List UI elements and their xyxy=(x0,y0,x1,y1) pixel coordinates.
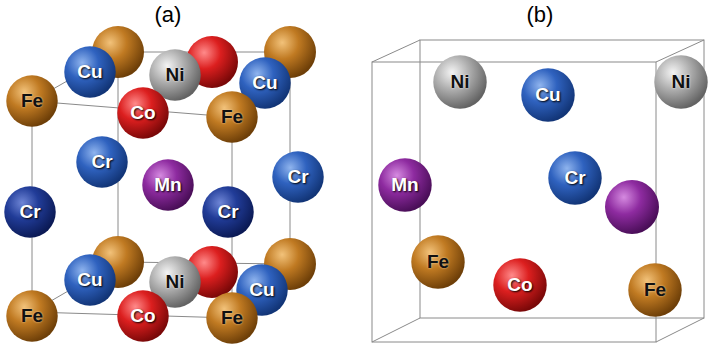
atom-sphere: Ni xyxy=(654,55,708,109)
atom-sphere: Co xyxy=(117,290,169,342)
element-symbol: Cu xyxy=(249,279,274,301)
cell-edges xyxy=(372,40,704,342)
element-symbol: Fe xyxy=(644,279,666,301)
atom-sphere: Fe xyxy=(411,235,465,289)
atom-sphere: Fe xyxy=(206,292,258,344)
element-symbol: Cu xyxy=(77,269,102,291)
element-symbol: Co xyxy=(130,102,155,124)
atom-sphere: Ni xyxy=(433,55,487,109)
element-symbol: Fe xyxy=(427,251,449,273)
element-symbol: Fe xyxy=(221,106,243,128)
element-symbol: Cu xyxy=(252,72,277,94)
element-symbol: Cr xyxy=(91,151,112,173)
element-symbol: Mn xyxy=(391,174,418,196)
atom-sphere: Cu xyxy=(521,68,575,122)
atom-sphere: Fe xyxy=(206,91,258,143)
atom-sphere: Mn xyxy=(378,158,432,212)
element-symbol: Cr xyxy=(217,201,238,223)
atom-sphere: Cu xyxy=(64,254,116,306)
element-symbol: Cu xyxy=(77,61,102,83)
atom-sphere: Cr xyxy=(548,151,602,205)
panel-label: (a) xyxy=(155,2,182,28)
atom-sphere: Co xyxy=(493,258,547,312)
element-symbol: Co xyxy=(130,305,155,327)
atom-sphere: Cu xyxy=(64,46,116,98)
atom-sphere: Cr xyxy=(4,186,56,238)
element-symbol: Cr xyxy=(287,166,308,188)
atom-sphere: Mn xyxy=(142,159,194,211)
atom-sphere: Cr xyxy=(272,151,324,203)
element-symbol: Cu xyxy=(535,84,560,106)
element-symbol: Cr xyxy=(564,167,585,189)
element-symbol: Ni xyxy=(672,71,691,93)
element-symbol: Fe xyxy=(21,90,43,112)
atom-sphere: Cr xyxy=(202,186,254,238)
atom-sphere: Fe xyxy=(6,290,58,342)
element-symbol: Fe xyxy=(21,305,43,327)
element-symbol: Ni xyxy=(166,64,185,86)
unlabeled-atom xyxy=(605,180,659,234)
element-symbol: Mn xyxy=(154,174,181,196)
atom-sphere: Fe xyxy=(6,75,58,127)
element-symbol: Cr xyxy=(19,201,40,223)
atom-sphere: Co xyxy=(117,87,169,139)
panel-label: (b) xyxy=(527,2,554,28)
element-symbol: Ni xyxy=(451,71,470,93)
element-symbol: Fe xyxy=(221,307,243,329)
atom-sphere: Cr xyxy=(76,136,128,188)
atom-sphere: Fe xyxy=(628,263,682,317)
element-symbol: Ni xyxy=(166,271,185,293)
element-symbol: Co xyxy=(507,274,532,296)
